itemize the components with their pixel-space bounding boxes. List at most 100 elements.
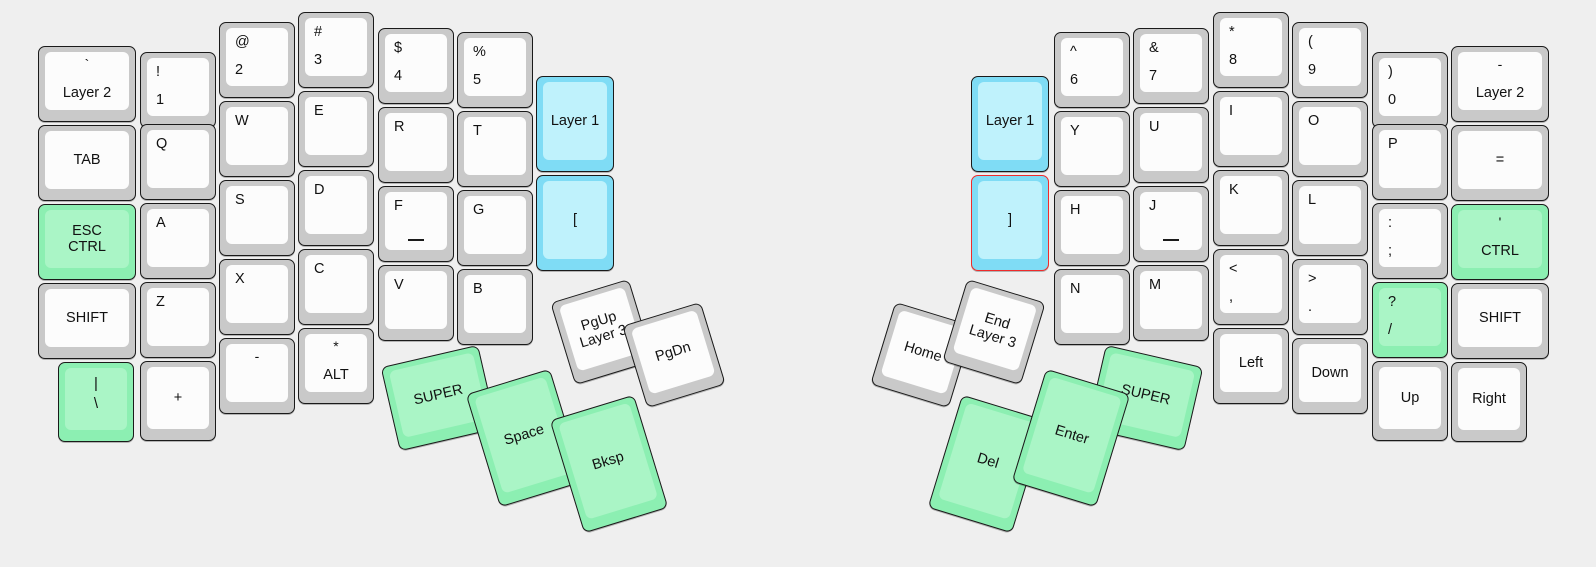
key-legend-shifted: ' bbox=[1498, 214, 1502, 230]
key-l-r1c4[interactable]: #3 bbox=[298, 12, 374, 88]
key-legend-main: U bbox=[1149, 119, 1160, 135]
key-face: Left bbox=[1220, 334, 1282, 392]
key-r-r1c2[interactable]: ^6 bbox=[1054, 32, 1130, 108]
key-l-t-bksp[interactable]: Bksp bbox=[549, 394, 669, 534]
key-r-r3c2[interactable]: H bbox=[1054, 190, 1130, 266]
key-r-r1c5[interactable]: (9 bbox=[1292, 22, 1368, 98]
key-r-r5c6[interactable]: Up bbox=[1372, 361, 1448, 441]
key-l-r2c3[interactable]: W bbox=[219, 101, 295, 177]
key-legend-main: PgUp Layer 3 bbox=[577, 308, 629, 352]
key-face: A bbox=[147, 209, 209, 267]
key-legend-main: CTRL bbox=[1481, 242, 1519, 259]
key-l-r3c2[interactable]: A bbox=[140, 203, 216, 279]
key-r-r1c1[interactable]: Layer 1 bbox=[971, 76, 1049, 172]
key-r-r4c7[interactable]: SHIFT bbox=[1451, 283, 1549, 359]
key-legend-main: Layer 2 bbox=[62, 84, 112, 101]
key-l-r1c7[interactable]: Layer 1 bbox=[536, 76, 614, 172]
key-l-r5c1[interactable]: |\ bbox=[58, 362, 134, 442]
key-r-r4c4[interactable]: <, bbox=[1213, 249, 1289, 325]
key-l-r4c2[interactable]: Z bbox=[140, 282, 216, 358]
key-l-r2c6[interactable]: T bbox=[457, 111, 533, 187]
key-l-r4c5[interactable]: V bbox=[378, 265, 454, 341]
key-r-r1c3[interactable]: &7 bbox=[1133, 28, 1209, 104]
key-l-r3c3[interactable]: S bbox=[219, 180, 295, 256]
key-legend-main: Bksp bbox=[590, 448, 626, 474]
key-r-r4c2[interactable]: N bbox=[1054, 269, 1130, 345]
key-r-r2c2[interactable]: Y bbox=[1054, 111, 1130, 187]
key-face: -Layer 2 bbox=[1458, 52, 1542, 110]
key-l-r5c4[interactable]: *ALT bbox=[298, 328, 374, 404]
key-l-r4c6[interactable]: B bbox=[457, 269, 533, 345]
key-legend-main: - bbox=[254, 348, 260, 364]
key-r-r2c4[interactable]: I bbox=[1213, 91, 1289, 167]
key-legend-main: SHIFT bbox=[66, 309, 108, 326]
key-l-r2c1[interactable]: TAB bbox=[38, 125, 136, 201]
key-l-r3c1[interactable]: ESC CTRL bbox=[38, 204, 136, 280]
key-l-r1c2[interactable]: !1 bbox=[140, 52, 216, 128]
key-legend-main: Left bbox=[1238, 354, 1264, 371]
key-r-r1c6[interactable]: )0 bbox=[1372, 52, 1448, 128]
key-l-r3c4[interactable]: D bbox=[298, 170, 374, 246]
key-r-r3c6[interactable]: :; bbox=[1372, 203, 1448, 279]
key-legend-main: L bbox=[1308, 192, 1317, 208]
key-legend-main: G bbox=[473, 202, 485, 218]
key-legend-main: Right bbox=[1472, 390, 1506, 407]
key-r-r2c6[interactable]: P bbox=[1372, 124, 1448, 200]
key-l-r1c5[interactable]: $4 bbox=[378, 28, 454, 104]
key-face: $4 bbox=[385, 34, 447, 92]
key-r-r5c4[interactable]: Left bbox=[1213, 328, 1289, 404]
key-r-r3c4[interactable]: K bbox=[1213, 170, 1289, 246]
key-l-r1c6[interactable]: %5 bbox=[457, 32, 533, 108]
key-face: I bbox=[1220, 97, 1282, 155]
key-l-r4c3[interactable]: X bbox=[219, 259, 295, 335]
key-face: Layer 1 bbox=[978, 82, 1042, 160]
key-l-r1c1[interactable]: ` Layer 2 bbox=[38, 46, 136, 122]
key-r-r3c7[interactable]: ' CTRL bbox=[1451, 204, 1549, 280]
key-r-r5c7[interactable]: Right bbox=[1451, 362, 1527, 442]
key-face: ?/ bbox=[1379, 288, 1441, 346]
key-r-t-enter[interactable]: Enter bbox=[1011, 368, 1131, 508]
key-legend-main: J bbox=[1149, 198, 1157, 214]
key-r-r2c5[interactable]: O bbox=[1292, 101, 1368, 177]
key-r-r4c6[interactable]: ?/ bbox=[1372, 282, 1448, 358]
key-legend-shifted: ` bbox=[84, 56, 90, 72]
key-legend-main: I bbox=[1229, 103, 1234, 119]
key-legend-shifted: | bbox=[94, 375, 98, 392]
key-legend-main: Home bbox=[902, 338, 944, 366]
key-r-r1c4[interactable]: *8 bbox=[1213, 12, 1289, 88]
key-legend-main: Space bbox=[502, 421, 547, 449]
key-legend-main: Layer 2 bbox=[1475, 84, 1525, 101]
key-l-r3c5[interactable]: F bbox=[378, 186, 454, 262]
key-face: B bbox=[464, 275, 526, 333]
key-l-r2c7[interactable]: [ bbox=[536, 175, 614, 271]
key-r-r1c7[interactable]: -Layer 2 bbox=[1451, 46, 1549, 122]
key-face: E bbox=[305, 97, 367, 155]
key-r-r3c5[interactable]: L bbox=[1292, 180, 1368, 256]
key-r-r3c3[interactable]: J bbox=[1133, 186, 1209, 262]
key-legend-main: TAB bbox=[73, 151, 101, 168]
key-l-r4c1[interactable]: SHIFT bbox=[38, 283, 136, 359]
key-legend-main: M bbox=[1149, 277, 1162, 293]
key-l-r5c3[interactable]: - bbox=[219, 338, 295, 414]
key-l-r1c3[interactable]: @2 bbox=[219, 22, 295, 98]
key-l-r5c2[interactable]: + bbox=[140, 361, 216, 441]
key-l-r2c5[interactable]: R bbox=[378, 107, 454, 183]
key-r-r5c5[interactable]: Down bbox=[1292, 338, 1368, 414]
key-r-r4c3[interactable]: M bbox=[1133, 265, 1209, 341]
key-l-r3c6[interactable]: G bbox=[457, 190, 533, 266]
key-legend-main: 7 bbox=[1149, 67, 1158, 84]
key-legend-main: 2 bbox=[235, 61, 244, 78]
key-face: X bbox=[226, 265, 288, 323]
key-legend-main: Del bbox=[975, 450, 1001, 472]
key-r-r4c5[interactable]: >. bbox=[1292, 259, 1368, 335]
key-l-r2c2[interactable]: Q bbox=[140, 124, 216, 200]
key-face: ] bbox=[978, 181, 1042, 259]
key-r-r2c7[interactable]: = bbox=[1451, 125, 1549, 201]
key-face: V bbox=[385, 271, 447, 329]
key-l-r2c4[interactable]: E bbox=[298, 91, 374, 167]
key-legend-main: 4 bbox=[394, 67, 403, 84]
key-l-r4c4[interactable]: C bbox=[298, 249, 374, 325]
key-face: + bbox=[147, 367, 209, 429]
key-r-r2c1[interactable]: ] bbox=[971, 175, 1049, 271]
key-r-r2c3[interactable]: U bbox=[1133, 107, 1209, 183]
